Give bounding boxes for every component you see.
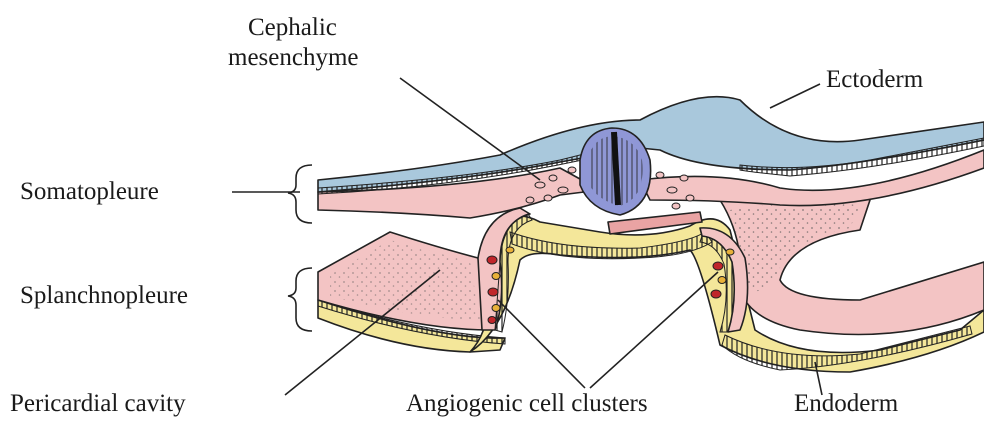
splanchnopleure-brace (288, 268, 312, 331)
leader-ectoderm (770, 84, 820, 108)
leader-angiogenic-left (498, 300, 585, 388)
label-ectoderm: Ectoderm (826, 66, 923, 94)
somatopleure-brace (288, 165, 312, 223)
label-cephalic-line2: mesenchyme (228, 44, 359, 72)
label-angiogenic-cell-clusters: Angiogenic cell clusters (406, 390, 648, 418)
label-splanchnopleure: Splanchnopleure (20, 282, 188, 310)
label-somatopleure: Somatopleure (20, 178, 159, 206)
leader-angiogenic-right (590, 272, 718, 388)
label-endoderm: Endoderm (794, 390, 898, 418)
label-cephalic-line1: Cephalic (248, 14, 337, 42)
label-pericardial-cavity: Pericardial cavity (10, 390, 186, 418)
